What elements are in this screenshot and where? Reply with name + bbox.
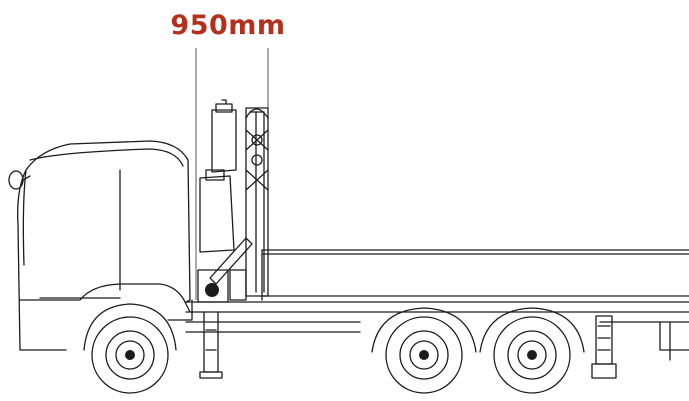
rear-wheel-2 xyxy=(479,307,585,394)
truck-cab xyxy=(8,140,193,351)
rear-stabiliser xyxy=(591,315,617,379)
rear-wheel-1 xyxy=(371,307,477,394)
flatbed xyxy=(261,249,689,301)
chassis-frame xyxy=(185,301,689,333)
loader-crane xyxy=(197,99,269,379)
dimension-label: 950mm xyxy=(170,10,286,41)
front-wheel xyxy=(83,303,177,394)
tail-lights xyxy=(659,321,689,361)
dimension-lines xyxy=(195,48,269,300)
